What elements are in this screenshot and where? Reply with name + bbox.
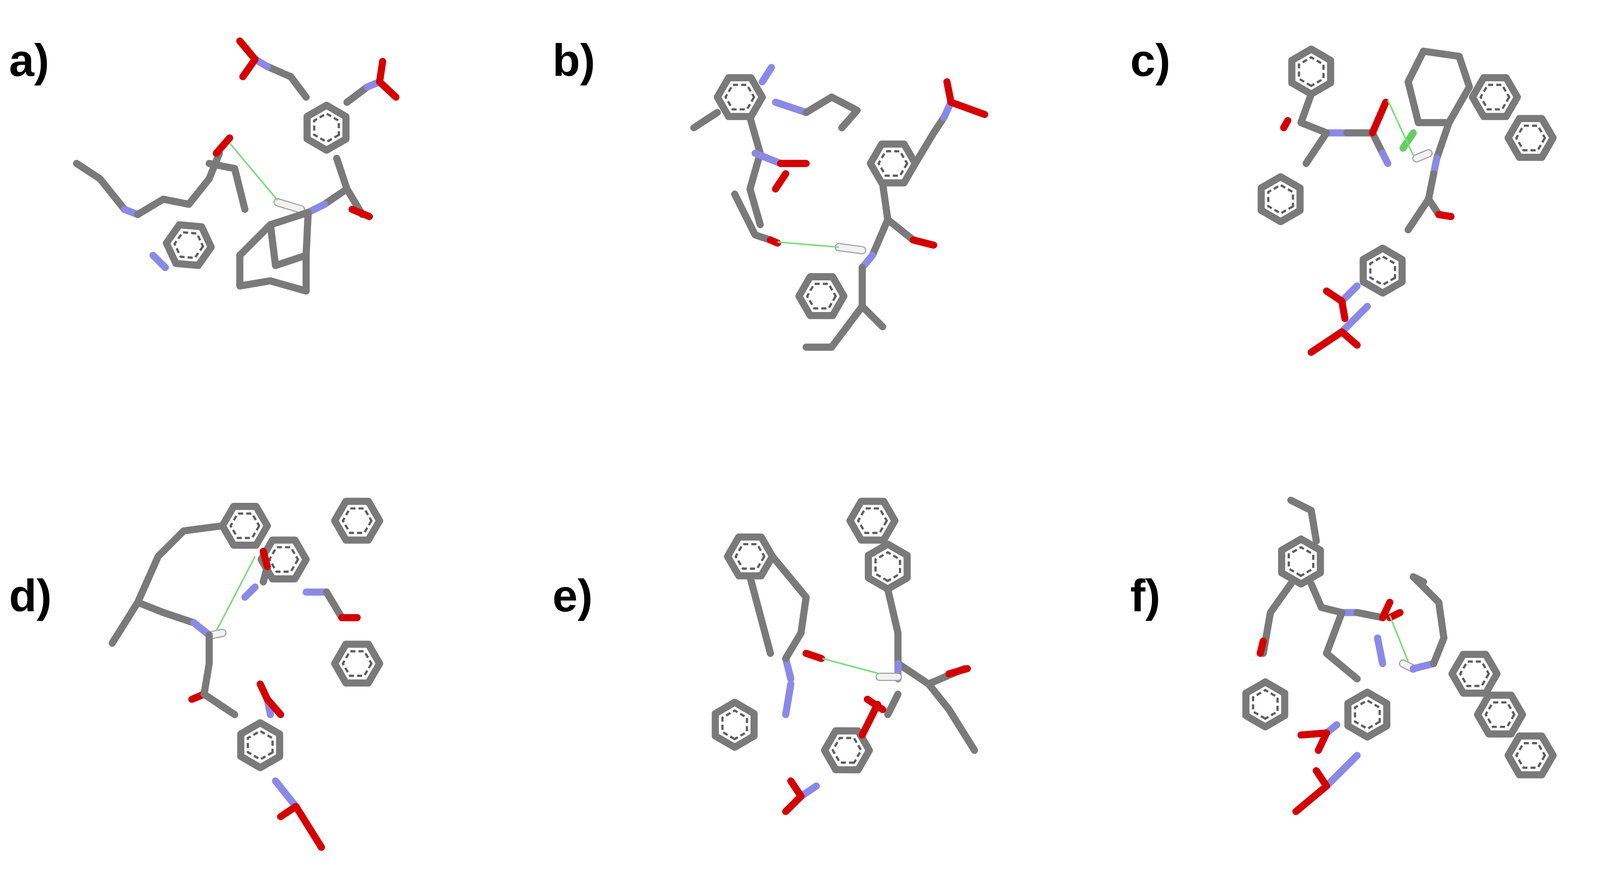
panel-label: c) [1130, 35, 1171, 85]
molecule-pair-e [715, 501, 975, 812]
molecule-pair-f [1246, 500, 1553, 812]
molecule-pair-d [112, 501, 380, 848]
molecule-pair-a [76, 41, 396, 292]
panel-label: b) [552, 35, 595, 85]
panel-label: a) [9, 35, 50, 85]
molecule-pair-b [693, 67, 985, 347]
panel-label: e) [552, 570, 593, 621]
molecule-pair-c [1251, 49, 1553, 353]
panel-label: d) [9, 570, 52, 621]
panel-label: f) [1130, 570, 1161, 621]
